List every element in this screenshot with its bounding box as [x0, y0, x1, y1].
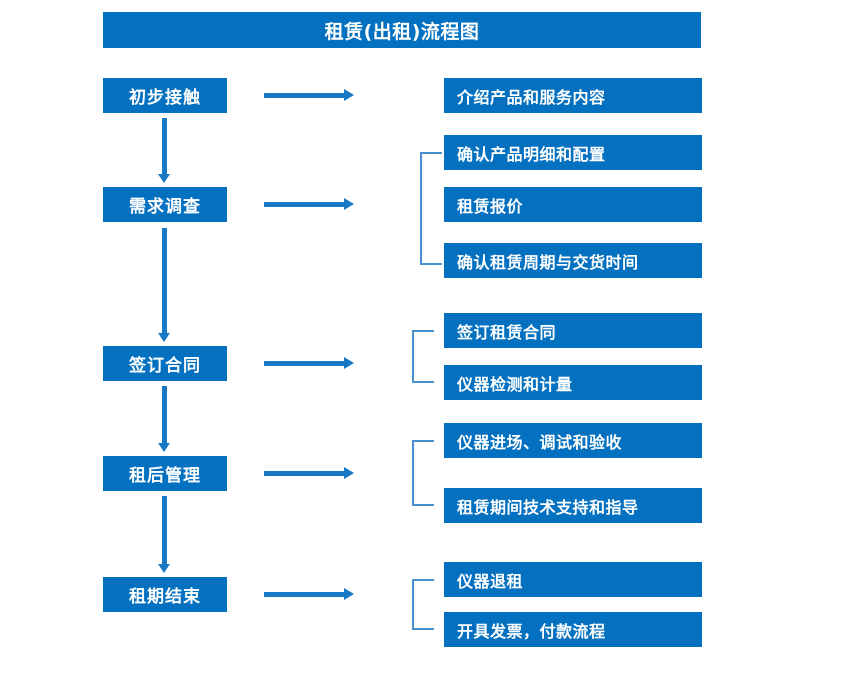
right-arrow-icon-5 [264, 588, 354, 601]
down-arrow-icon-4 [158, 496, 171, 573]
down-arrow-icon-1 [158, 118, 171, 183]
down-arrow-icon-3 [158, 386, 171, 452]
stage-box-3[interactable]: 签订合同 [103, 346, 227, 381]
detail-box-9[interactable]: 仪器退租 [444, 562, 702, 597]
detail-box-6[interactable]: 仪器检测和计量 [444, 365, 702, 400]
stage-box-4[interactable]: 租后管理 [103, 456, 227, 491]
detail-box-10[interactable]: 开具发票，付款流程 [444, 612, 702, 647]
detail-box-5[interactable]: 签订租赁合同 [444, 313, 702, 348]
right-arrow-icon-3 [264, 357, 354, 370]
detail-box-8[interactable]: 租赁期间技术支持和指导 [444, 488, 702, 523]
detail-box-2[interactable]: 确认产品明细和配置 [444, 135, 702, 170]
bracket-group-2 [412, 330, 434, 383]
stage-box-5[interactable]: 租期结束 [103, 577, 227, 612]
stage-box-1[interactable]: 初步接触 [103, 78, 227, 113]
stage-box-2[interactable]: 需求调查 [103, 187, 227, 222]
bracket-group-4 [412, 579, 434, 630]
down-arrow-icon-2 [158, 228, 171, 342]
detail-box-3[interactable]: 租赁报价 [444, 187, 702, 222]
bracket-group-1 [420, 152, 442, 265]
detail-box-1[interactable]: 介绍产品和服务内容 [444, 78, 702, 113]
right-arrow-icon-4 [264, 467, 354, 480]
detail-box-4[interactable]: 确认租赁周期与交货时间 [444, 243, 702, 278]
flowchart-title: 租赁(出租)流程图 [103, 12, 701, 48]
right-arrow-icon-1 [264, 89, 354, 102]
bracket-group-3 [412, 440, 434, 506]
right-arrow-icon-2 [264, 198, 354, 211]
detail-box-7[interactable]: 仪器进场、调试和验收 [444, 423, 702, 458]
